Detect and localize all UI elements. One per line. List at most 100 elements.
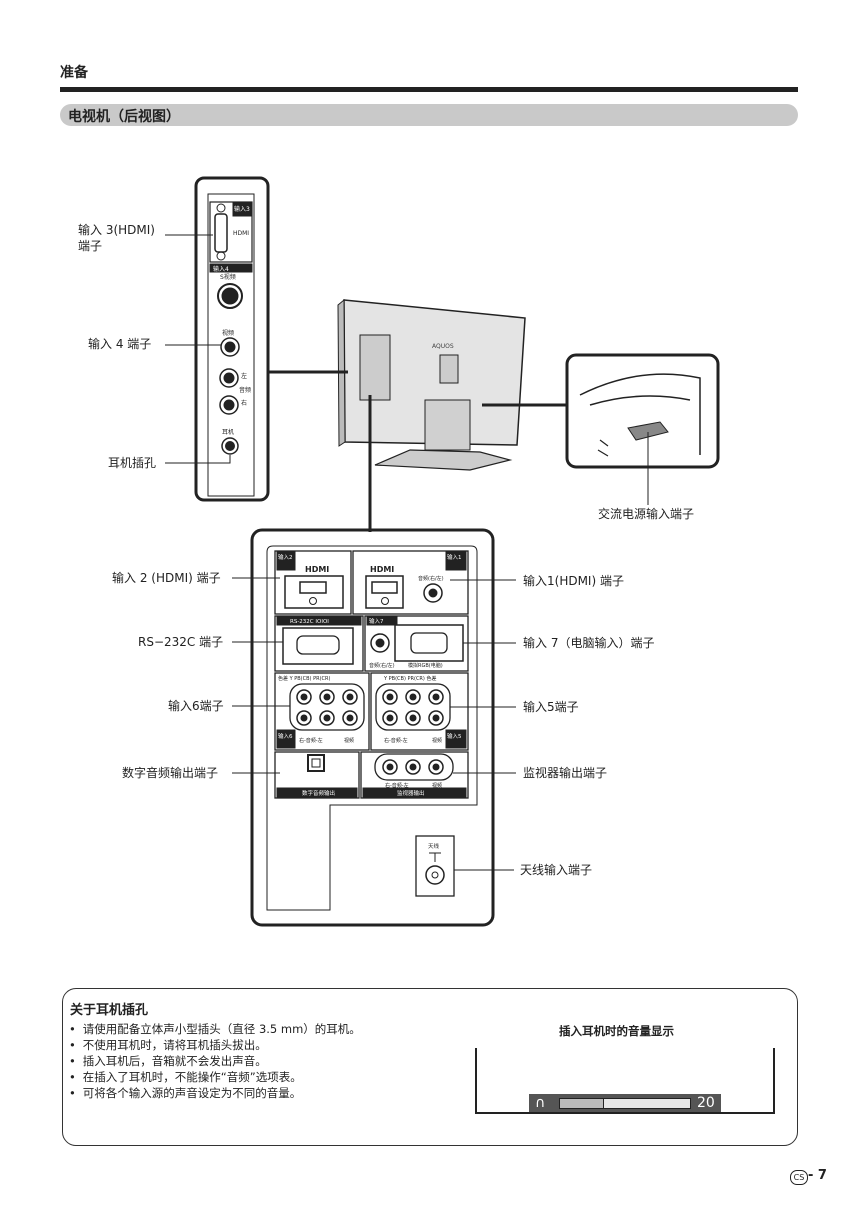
volume-bar-fill [560,1099,604,1108]
label-antenna-in: 天线输入端子 [520,863,593,877]
bullet-text: 在插入了耳机时，不能操作“音频”选项表。 [82,1070,302,1084]
list-item: 请使用配备立体声小型插头（直径 3.5 mm）的耳机。 [69,1021,361,1037]
section-header: 电视机（后视图） [60,104,798,126]
headphone-note-box: 关于耳机插孔 请使用配备立体声小型插头（直径 3.5 mm）的耳机。 不使用耳机… [62,988,798,1146]
rca-jack-center [432,714,440,722]
rca-jack [382,759,398,775]
list-item: 可将各个输入源的声音设定为不同的音量。 [69,1085,361,1101]
svg-text:右: 右 [241,399,247,407]
svg-text:输入1: 输入1 [447,553,462,561]
bullet-text: 请使用配备立体声小型插头（直径 3.5 mm）的耳机。 [82,1022,361,1036]
volume-bar [559,1098,691,1109]
label-rs232c: RS−232C 端子 [138,635,224,649]
rca-jack [405,689,421,705]
svg-text:模拟RGB(电脑): 模拟RGB(电脑) [408,662,443,669]
rca-jack [428,759,444,775]
svg-text:RS-232C IOIOI: RS-232C IOIOI [290,619,329,625]
svg-text:HDMI: HDMI [305,565,329,574]
svg-text:输入7: 输入7 [369,617,384,625]
rca-jack-center [386,763,394,771]
svg-text:Y PB(CB) PR(CR) 色差: Y PB(CB) PR(CR) 色差 [383,675,436,682]
svg-text:音频: 音频 [239,386,251,394]
headphone-jack [221,437,239,455]
page-number: - 7 [808,1168,827,1183]
svg-text:S视频: S视频 [220,273,236,281]
rca-jack [405,710,421,726]
svg-text:右-音频-左: 右-音频-左 [385,782,409,789]
svg-text:右-音频-左: 右-音频-左 [384,737,408,744]
svg-text:耳机: 耳机 [222,428,234,436]
rca-jack [428,710,444,726]
svg-text:HDMI: HDMI [370,565,394,574]
label-input2-hdmi: 输入 2 (HDMI) 端子 [112,571,221,585]
svg-text:左: 左 [241,372,247,380]
svg-text:AQUOS: AQUOS [432,343,454,350]
svg-text:视频: 视频 [432,782,442,789]
svg-text:天线: 天线 [428,842,440,850]
rca-jack-center [432,763,440,771]
analog-rgb-port [394,624,464,662]
pc-audio-jack [370,633,390,653]
side-panel [194,176,270,502]
label-input7-pc: 输入 7（电脑输入）端子 [523,636,655,650]
language-badge: CS [790,1170,808,1185]
label-digital-audio-out: 数字音频输出端子 [122,766,219,780]
label-input4-port: 输入 4 端子 [88,337,152,351]
label-input1-hdmi: 输入1(HDMI) 端子 [523,574,624,588]
osd-title: 插入耳机时的音量显示 [559,1024,674,1038]
svg-text:视频: 视频 [344,737,354,744]
rca-jack-center [323,714,331,722]
rca-jack [319,710,335,726]
screen-bracket [475,1048,775,1114]
svg-text:HDMI: HDMI [233,230,249,237]
rca-jack-center [432,693,440,701]
rca-jack-center [346,693,354,701]
label-ac-inlet: 交流电源输入端子 [598,507,695,521]
rca-jack-center [346,714,354,722]
rca-jack [382,689,398,705]
rca-jack [382,710,398,726]
list-item: 不使用耳机时，请将耳机插头拔出。 [69,1037,361,1053]
rca-jack-center [300,714,308,722]
svg-text:视频: 视频 [222,329,234,337]
note-bullets: 请使用配备立体声小型插头（直径 3.5 mm）的耳机。 不使用耳机时，请将耳机插… [69,1021,361,1101]
svideo-port [217,283,243,309]
rca-jack [319,689,335,705]
volume-value: 20 [697,1095,715,1111]
svg-text:输入4: 输入4 [213,265,229,273]
tv-rear-illustration: AQUOS [337,298,526,471]
chapter-title: 准备 [60,65,88,81]
bullet-text: 可将各个输入源的声音设定为不同的音量。 [82,1086,302,1100]
rca-jack-center [300,693,308,701]
svg-text:音频(右/左): 音频(右/左) [418,575,444,582]
video-jack [220,337,240,357]
rca-jack [296,689,312,705]
component-jacks [296,689,444,775]
rca-jack [428,689,444,705]
list-item: 在插入了耳机时，不能操作“音频”选项表。 [69,1069,361,1085]
rs232c-port [282,627,354,665]
section-title: 电视机（后视图） [68,109,180,125]
rca-jack [296,710,312,726]
svg-text:输入3: 输入3 [234,205,250,213]
svg-text:监视器输出: 监视器输出 [397,789,425,797]
rca-jack-center [409,763,417,771]
bullet-text: 不使用耳机时，请将耳机插头拔出。 [82,1038,267,1052]
rca-jack-center [386,714,394,722]
hdmi1-audio-jack [423,583,443,603]
headphone-icon: ∩ [535,1095,546,1111]
svg-text:视频: 视频 [432,737,442,744]
svg-text:输入5: 输入5 [447,732,462,740]
svg-text:数字音频输出: 数字音频输出 [302,789,335,797]
optical-out-port [307,754,325,772]
audio-right-jack [219,395,239,415]
svg-text:色差 Y PB(CB) PR(CR): 色差 Y PB(CB) PR(CR) [278,675,330,682]
main-connector-panel [250,528,495,927]
rca-jack-center [323,693,331,701]
volume-osd: ∩ 20 [529,1094,721,1112]
svg-text:输入2: 输入2 [278,553,293,561]
svg-text:输入6: 输入6 [278,732,293,740]
list-item: 插入耳机后，音箱就不会发出声音。 [69,1053,361,1069]
hdmi1-port [365,575,404,609]
bullet-text: 插入耳机后，音箱就不会发出声音。 [82,1054,267,1068]
